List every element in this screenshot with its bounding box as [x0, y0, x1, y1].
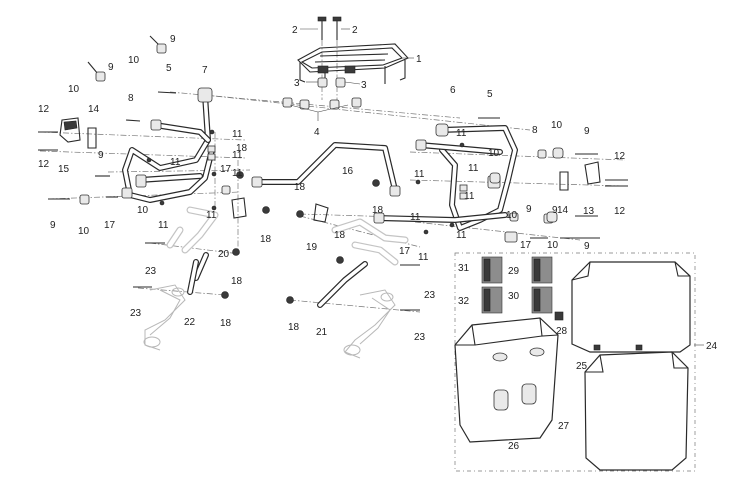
callout-6: 6: [450, 85, 456, 96]
callout-20: 20: [218, 249, 230, 260]
left-pannier-frame: [121, 87, 215, 203]
callout-29: 29: [508, 266, 520, 277]
callout-11: 11: [456, 230, 467, 241]
callout-11: 11: [232, 168, 243, 179]
callout-17: 17: [104, 220, 116, 231]
callout-27: 27: [558, 421, 570, 432]
callout-7: 7: [202, 65, 208, 76]
callout-32: 32: [458, 296, 470, 307]
callout-11: 11: [170, 157, 181, 168]
callout-2: 2: [292, 25, 298, 36]
callout-1: 1: [416, 54, 422, 65]
callout-17: 17: [220, 164, 232, 175]
callout-14: 14: [88, 104, 100, 115]
callout-9: 9: [170, 34, 176, 45]
callout-19: 19: [306, 242, 318, 253]
callout-8: 8: [128, 93, 134, 104]
right-pannier-frame: [373, 123, 518, 243]
callout-3: 3: [294, 78, 300, 89]
callout-18: 18: [294, 182, 306, 193]
callout-17: 17: [399, 246, 411, 257]
callout-18: 18: [334, 230, 346, 241]
callout-18: 18: [236, 143, 248, 154]
callout-11: 11: [206, 210, 217, 221]
callout-3: 3: [361, 80, 367, 91]
callout-10: 10: [547, 240, 559, 251]
callout-9: 9: [108, 62, 114, 73]
callout-10: 10: [506, 210, 518, 221]
callout-9: 9: [50, 220, 56, 231]
leader-lines: [289, 28, 704, 346]
callout-10: 10: [68, 84, 80, 95]
callout-16: 16: [342, 166, 354, 177]
top-rack: [297, 43, 409, 86]
callout-9: 9: [552, 205, 558, 216]
callout-10: 10: [551, 120, 563, 131]
callout-23: 23: [424, 290, 436, 301]
callout-11: 11: [468, 163, 479, 174]
callout-10: 10: [137, 205, 149, 216]
callout-9: 9: [584, 126, 590, 137]
callout-13: 13: [583, 206, 595, 217]
ghost-footpeg-bracket-right: [331, 218, 409, 359]
callout-23: 23: [130, 308, 142, 319]
callout-18: 18: [260, 234, 272, 245]
callout-labels: 2 2 1 3 3 4 9 10 9 10 5 7 8 12 12 14 15 …: [38, 25, 718, 452]
callout-30: 30: [508, 291, 520, 302]
callout-9: 9: [526, 204, 532, 215]
callout-12: 12: [38, 104, 50, 115]
callout-26: 26: [508, 441, 520, 452]
callout-18: 18: [231, 276, 243, 287]
callout-24: 24: [706, 341, 718, 352]
rack-bolts: [317, 16, 342, 40]
callout-11: 11: [158, 220, 169, 231]
callout-11: 11: [232, 150, 243, 161]
callout-12: 12: [614, 206, 626, 217]
callout-11: 11: [418, 252, 429, 263]
callout-14: 14: [557, 205, 569, 216]
callout-2: 2: [352, 25, 358, 36]
callout-23: 23: [145, 266, 157, 277]
callout-12: 12: [614, 151, 626, 162]
callout-31: 31: [458, 263, 470, 274]
callout-12: 12: [38, 159, 50, 170]
callout-9: 9: [584, 241, 590, 252]
callout-18: 18: [372, 205, 384, 216]
rack-spacers: [282, 77, 362, 110]
callout-10: 10: [78, 226, 90, 237]
callout-10: 10: [128, 55, 140, 66]
callout-23: 23: [414, 332, 426, 343]
small-hardware: [38, 35, 628, 311]
ghost-footpeg-bracket-left: [143, 206, 219, 351]
callout-21: 21: [316, 327, 328, 338]
callout-25: 25: [576, 361, 588, 372]
cross-bar: [251, 142, 401, 197]
callout-4: 4: [314, 127, 320, 138]
callout-11: 11: [456, 128, 467, 139]
callout-22: 22: [184, 317, 196, 328]
callout-11: 11: [464, 191, 475, 202]
callout-8: 8: [532, 125, 538, 136]
callout-5: 5: [166, 63, 172, 74]
callout-28: 28: [556, 326, 568, 337]
callout-18: 18: [288, 322, 300, 333]
callout-18: 18: [220, 318, 232, 329]
callout-5: 5: [487, 89, 493, 100]
callout-10: 10: [488, 148, 500, 159]
callout-11: 11: [414, 169, 425, 180]
pannier-kit: [454, 252, 696, 472]
side-brackets: [59, 117, 601, 223]
callout-15: 15: [58, 164, 70, 175]
callout-11: 11: [232, 129, 243, 140]
callout-11: 11: [410, 212, 421, 223]
callout-9: 9: [98, 150, 104, 161]
callout-17: 17: [520, 240, 532, 251]
